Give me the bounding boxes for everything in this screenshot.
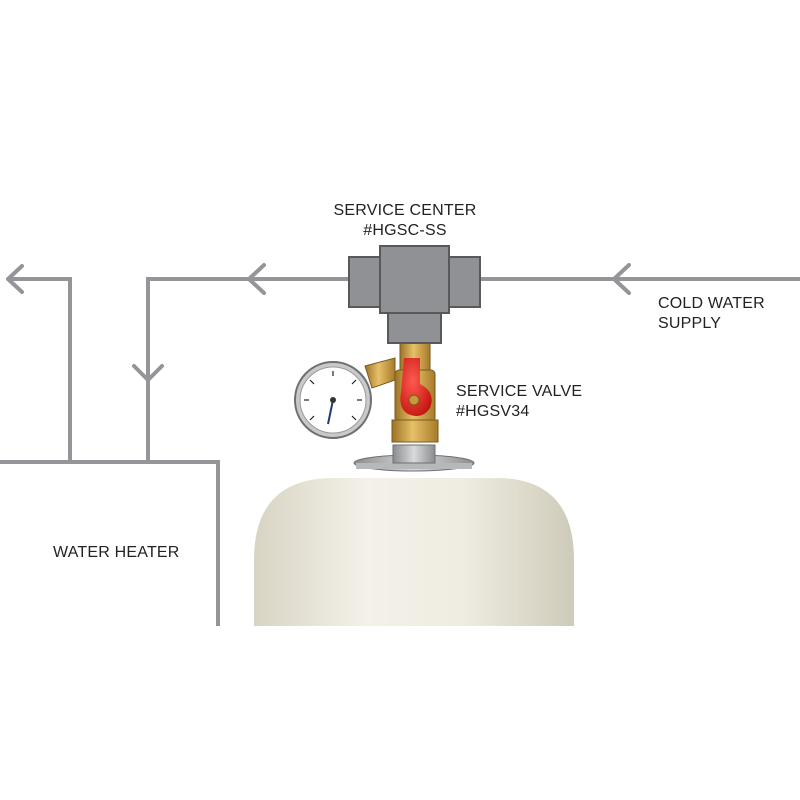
expansion-tank-icon bbox=[254, 444, 574, 626]
cold-water-supply-label: COLD WATER SUPPLY bbox=[658, 294, 765, 334]
cold-water-line2: SUPPLY bbox=[658, 315, 722, 332]
ball-valve-icon bbox=[400, 358, 432, 416]
water-heater bbox=[0, 460, 220, 626]
service-valve-label: SERVICE VALVE #HGSV34 bbox=[456, 382, 582, 422]
water-heater-label: WATER HEATER bbox=[53, 544, 180, 561]
pressure-gauge-icon bbox=[294, 361, 372, 439]
left-arrow-icon bbox=[247, 263, 266, 295]
left-arrow-icon bbox=[6, 264, 24, 294]
service-valve-part-number: #HGSV34 bbox=[456, 403, 530, 420]
hot-water-outlet-pipe bbox=[8, 277, 72, 462]
cold-water-inlet-pipe bbox=[146, 277, 800, 462]
service-center-label: SERVICE CENTER #HGSC-SS bbox=[330, 201, 480, 241]
service-center-name: SERVICE CENTER bbox=[333, 202, 477, 219]
down-arrow-icon bbox=[132, 364, 164, 382]
cold-water-line1: COLD WATER bbox=[658, 295, 765, 312]
service-center-part-number: #HGSC-SS bbox=[363, 222, 447, 239]
service-center-fitting bbox=[348, 245, 481, 344]
left-arrow-icon bbox=[612, 263, 631, 295]
service-valve-name: SERVICE VALVE bbox=[456, 383, 583, 400]
